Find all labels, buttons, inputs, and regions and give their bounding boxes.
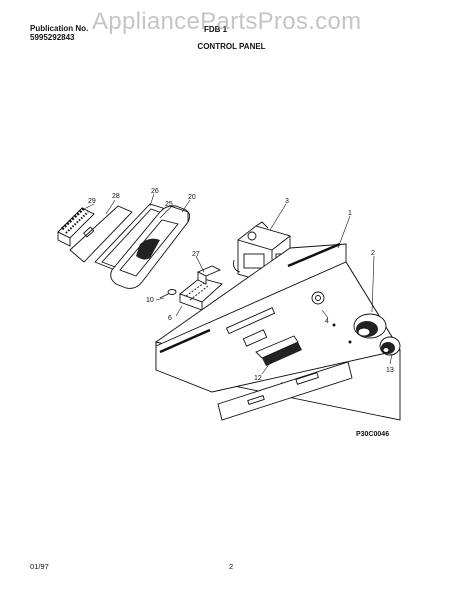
callout-25: 25 — [165, 201, 173, 208]
callout-13: 13 — [386, 367, 394, 374]
callout-3: 3 — [285, 198, 289, 205]
diagram-code: P30C0046 — [356, 431, 389, 438]
callout-leaders — [81, 193, 393, 375]
callout-4: 4 — [325, 318, 329, 325]
publication-number: 5995292843 — [30, 33, 75, 42]
part-20-bezel — [110, 205, 191, 289]
callout-26: 26 — [151, 188, 159, 195]
callout-12: 12 — [254, 375, 262, 382]
part-1-control-panel — [154, 242, 401, 421]
footer-page-number: 2 — [229, 562, 234, 571]
callout-2: 2 — [371, 250, 375, 257]
callout-labels: 29 28 26 25 20 3 1 27 10 6 2 4 12 13 P30… — [88, 188, 394, 438]
part-13-knob — [379, 336, 401, 356]
callout-1: 1 — [348, 210, 352, 217]
part-28-overlay — [69, 205, 133, 263]
part-27-selector-switch — [179, 265, 223, 311]
part-10-screw — [159, 289, 177, 299]
callout-28: 28 — [112, 193, 120, 200]
footer-date: 01/97 — [30, 562, 49, 571]
part-2-dial — [353, 313, 387, 339]
callout-27: 27 — [192, 251, 200, 258]
publication-label: Publication No. — [30, 24, 89, 33]
section-title: CONTROL PANEL — [197, 42, 266, 51]
model-number: FDB 1 — [204, 25, 228, 34]
callout-29: 29 — [88, 198, 96, 205]
callout-10: 10 — [146, 297, 154, 304]
part-29-connector-strip — [57, 206, 95, 247]
watermark-text: AppliancePartsPros.com — [92, 8, 362, 35]
callout-20: 20 — [188, 194, 196, 201]
callout-6: 6 — [168, 315, 172, 322]
